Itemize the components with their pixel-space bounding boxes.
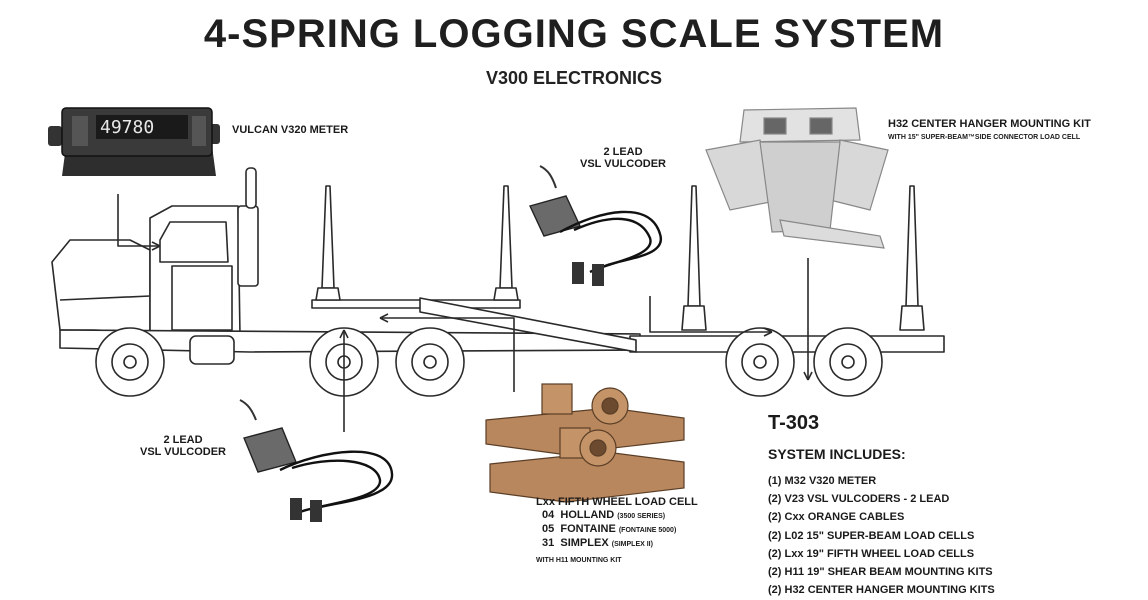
arrow-trailer [649,296,772,333]
cab-door [171,265,233,331]
system-list: (1) M32 V320 METER (2) V23 VSL VULCODERS… [768,472,995,599]
fifth-wheel-heading: Lxx FIFTH WHEEL LOAD CELL [536,496,698,508]
fifth-wheel-info: Lxx FIFTH WHEEL LOAD CELL 04 HOLLAND (35… [536,496,698,567]
list-item: (2) H32 CENTER HANGER MOUNTING KITS [768,584,995,597]
vulcoder-top-label: 2 LEAD VSL VULCODER [580,146,666,170]
fifth-wheel-item: 04 HOLLAND (3500 SERIES) [542,509,666,521]
meter-device: 49780 [48,107,220,176]
list-item: (2) L02 15" SUPER-BEAM LOAD CELLS [768,529,975,542]
cab-window [159,221,229,263]
list-item: (2) Cxx ORANGE CABLES [768,511,905,524]
hanger-sub-label: WITH 15" SUPER-BEAM™SIDE CONNECTOR LOAD … [888,134,1081,141]
list-item: (2) Lxx 19" FIFTH WHEEL LOAD CELLS [768,547,975,560]
vulcoder-left-label: 2 LEAD VSL VULCODER [140,434,226,458]
arrow-meter-to-cab [117,194,160,247]
wheel-drive-2 [395,327,465,397]
bunk [311,299,521,309]
wheel-trailer-2 [813,327,883,397]
page-subtitle: V300 ELECTRONICS [485,68,663,88]
meter-label: VULCAN V320 METER [232,124,349,136]
fifth-wheel-load-cells [485,383,685,503]
stake-3 [687,185,701,307]
truck-hood [51,239,151,333]
system-model: T-303 [768,412,820,434]
fifth-wheel-item: 31 SIMPLEX (SIMPLEX II) [542,537,653,549]
fuel-tank [189,335,235,365]
wheel-front [95,327,165,397]
meter-display: 49780 [100,117,154,138]
fifth-wheel-kit-note: WITH H11 MOUNTING KIT [536,557,622,564]
list-item: (2) H11 19" SHEAR BEAM MOUNTING KITS [768,566,993,579]
list-item: (2) V23 VSL VULCODERS - 2 LEAD [768,493,950,506]
page-title: 4-SPRING LOGGING SCALE SYSTEM [203,12,945,56]
arrow-cell-left [380,317,515,392]
vulcoder-top [529,165,662,286]
stake-4 [905,185,919,307]
system-heading: SYSTEM INCLUDES: [768,446,906,462]
vulcoder-left [239,399,394,522]
stake-2 [499,185,513,289]
center-hanger [705,107,889,249]
reach [419,297,637,353]
wheel-trailer-1 [725,327,795,397]
stake-1 [321,185,335,289]
hanger-label: H32 CENTER HANGER MOUNTING KIT [888,118,1091,130]
exhaust-stack [237,205,259,287]
list-item: (1) M32 V320 METER [768,475,877,487]
fifth-wheel-item: 05 FONTAINE (FONTAINE 5000) [542,523,677,535]
